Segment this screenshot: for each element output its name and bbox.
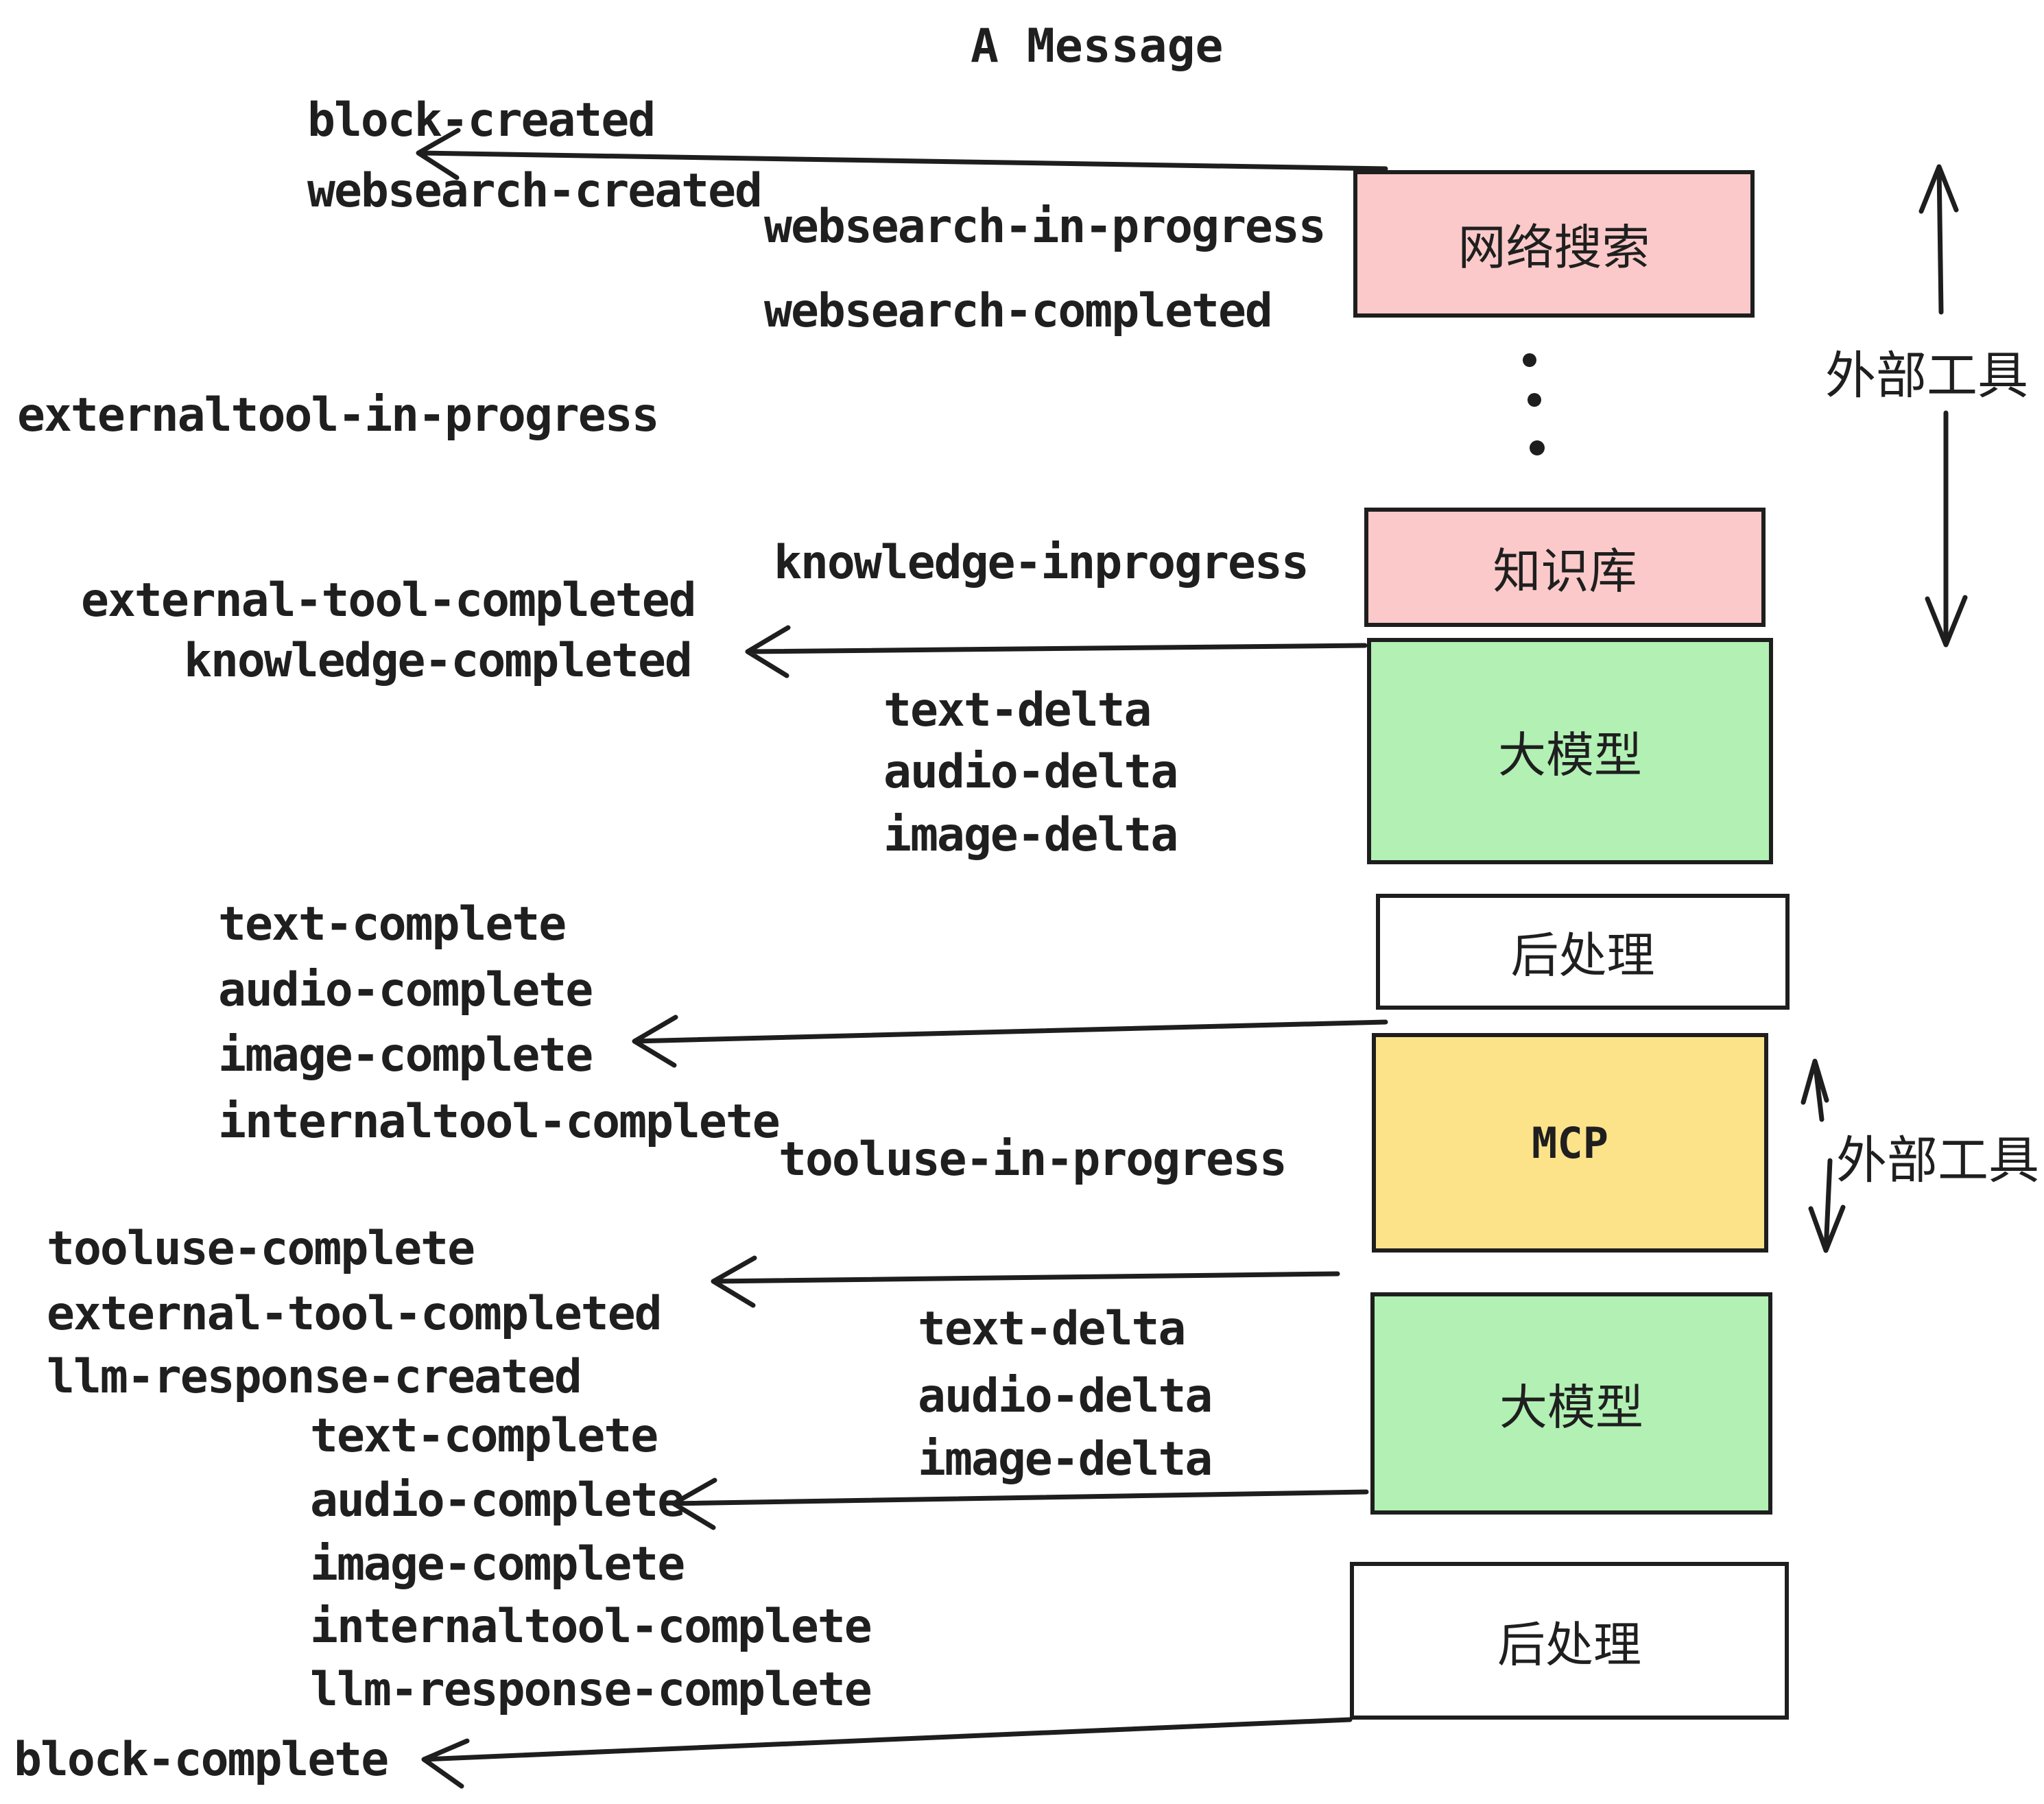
event-label-block-complete: block-complete — [14, 1733, 389, 1787]
event-label-external-tool-completed-2: external-tool-completed — [47, 1287, 663, 1341]
arrow-image-complete-1 — [632, 1014, 1388, 1068]
arrow-external-tools-bottom-up — [1801, 1058, 1829, 1122]
event-label-image-complete-2: image-complete — [310, 1537, 685, 1591]
box-llm-1-label: 大模型 — [1498, 728, 1642, 782]
event-label-tooluse-in-progress: tooluse-in-progress — [779, 1132, 1287, 1187]
box-websearch: 网络搜索 — [1353, 170, 1755, 318]
box-llm-1: 大模型 — [1367, 638, 1773, 864]
event-label-internaltool-complete-1: internaltool-complete — [218, 1095, 781, 1149]
event-label-llm-response-created: llm-response-created — [47, 1350, 582, 1404]
event-label-knowledge-inprogress: knowledge-inprogress — [774, 536, 1309, 590]
side-label-external-tools-top: 外部工具 — [1825, 347, 2028, 404]
event-label-text-delta-2: text-delta — [918, 1302, 1186, 1356]
arrow-tooluse-complete — [711, 1255, 1340, 1308]
event-label-block-created: block-created — [307, 93, 656, 147]
event-label-image-complete-1: image-complete — [218, 1028, 593, 1082]
box-llm-2: 大模型 — [1370, 1292, 1772, 1515]
box-postprocess-1-label: 后处理 — [1510, 929, 1655, 982]
box-postprocess-1: 后处理 — [1376, 894, 1790, 1010]
arrow-knowledge-completed — [745, 625, 1368, 678]
arrow-block-complete — [421, 1717, 1353, 1789]
event-label-text-complete-1: text-complete — [218, 897, 567, 951]
arrow-audio-complete-2 — [671, 1477, 1369, 1530]
event-label-text-delta-1: text-delta — [883, 683, 1152, 737]
event-label-audio-delta-2: audio-delta — [918, 1369, 1213, 1423]
event-label-audio-delta-1: audio-delta — [883, 745, 1178, 799]
ellipsis-dot-2 — [1528, 393, 1541, 407]
event-label-external-tool-completed-1: external-tool-completed — [81, 573, 697, 628]
event-label-image-delta-2: image-delta — [918, 1432, 1213, 1486]
event-label-text-complete-2: text-complete — [310, 1409, 658, 1463]
box-postprocess-2: 后处理 — [1350, 1562, 1789, 1720]
box-knowledge: 知识库 — [1364, 508, 1766, 627]
event-label-audio-complete-2: audio-complete — [310, 1473, 685, 1528]
box-mcp-label: MCP — [1532, 1117, 1608, 1168]
arrow-external-tools-top-down — [1925, 410, 1968, 648]
event-label-knowledge-completed: knowledge-completed — [184, 634, 693, 688]
box-websearch-label: 网络搜索 — [1458, 221, 1650, 274]
box-knowledge-label: 知识库 — [1493, 544, 1637, 598]
ellipsis-dot-3 — [1530, 440, 1545, 455]
page-title: A Message — [971, 19, 1224, 73]
event-label-image-delta-1: image-delta — [883, 808, 1178, 862]
event-label-websearch-in-progress: websearch-in-progress — [764, 200, 1327, 254]
side-label-external-tools-bottom: 外部工具 — [1836, 1132, 2039, 1189]
event-label-audio-complete-1: audio-complete — [218, 963, 593, 1017]
event-label-llm-response-complete: llm-response-complete — [310, 1663, 872, 1717]
event-label-internaltool-complete-2: internaltool-complete — [310, 1600, 872, 1654]
event-label-websearch-created: websearch-created — [307, 164, 763, 218]
box-mcp: MCP — [1372, 1033, 1768, 1253]
ellipsis-dot-1 — [1523, 353, 1536, 367]
event-label-websearch-completed: websearch-completed — [764, 284, 1273, 338]
arrow-external-tools-top-up — [1918, 164, 1959, 315]
event-label-tooluse-complete: tooluse-complete — [47, 1222, 475, 1276]
box-postprocess-2-label: 后处理 — [1497, 1617, 1641, 1672]
event-label-externaltool-in-progress: externaltool-in-progress — [17, 388, 660, 442]
box-llm-2-label: 大模型 — [1499, 1380, 1643, 1434]
